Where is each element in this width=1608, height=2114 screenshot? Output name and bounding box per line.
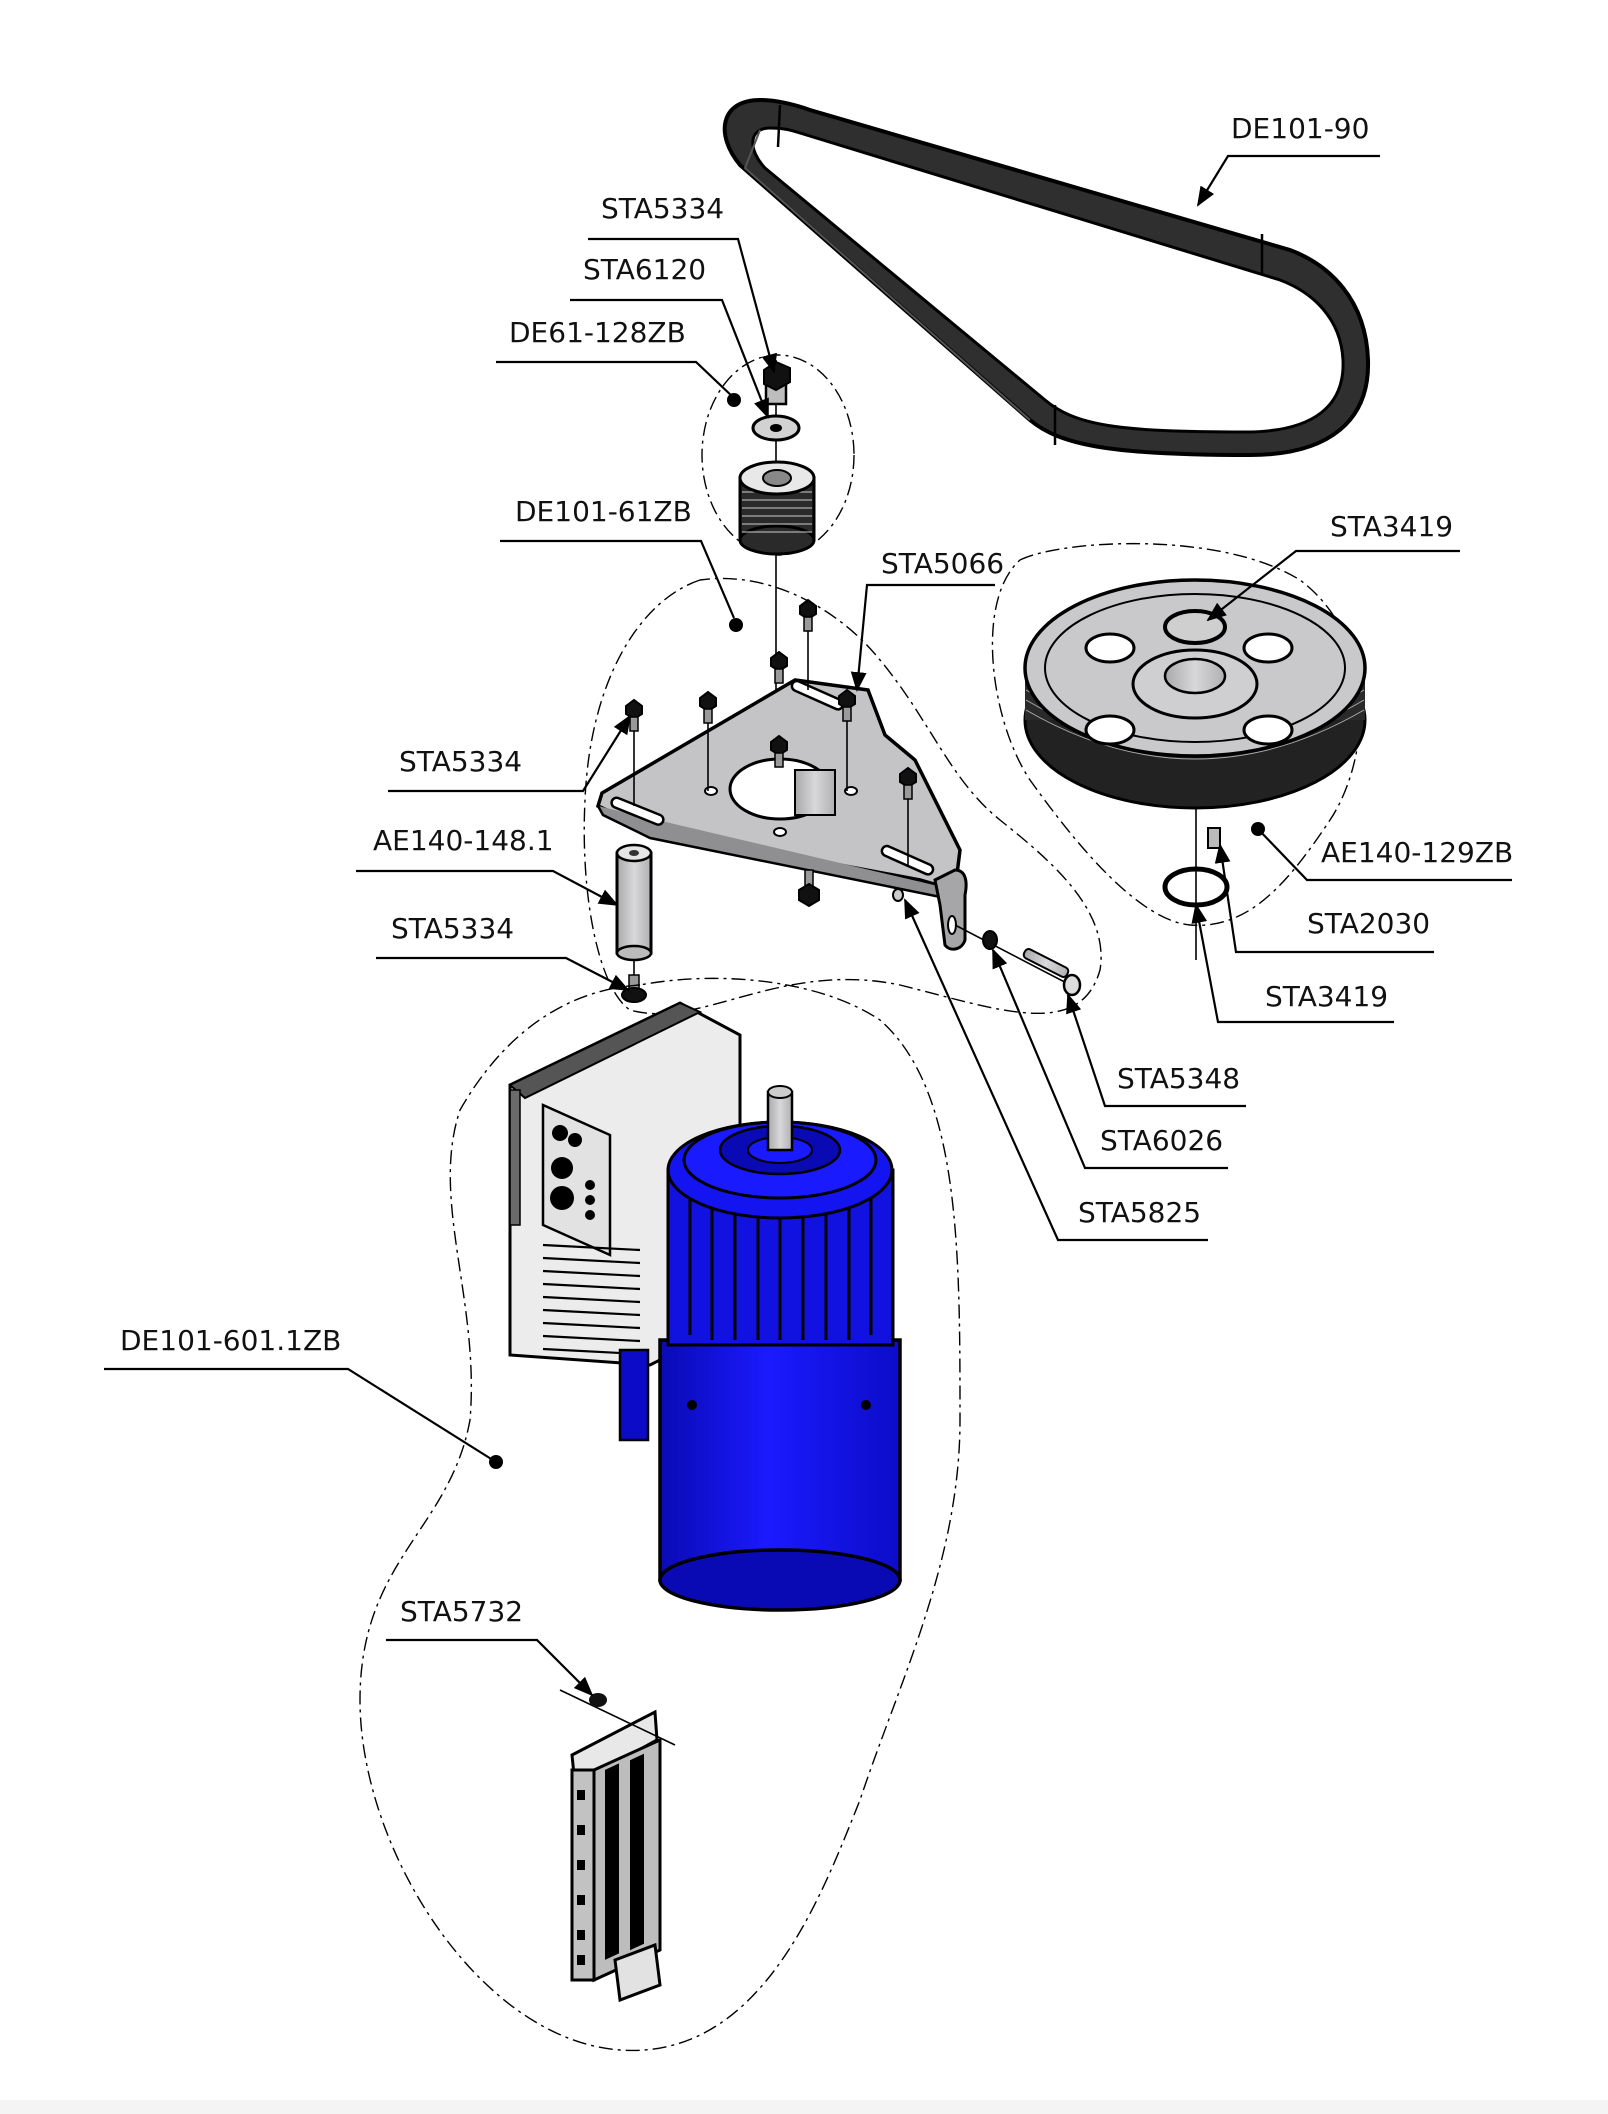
callout-label: STA5334 bbox=[391, 912, 514, 945]
motor-drawing bbox=[489, 1001, 902, 1612]
callout-label: DE61-128ZB bbox=[509, 316, 686, 349]
motor-group-outline bbox=[359, 977, 961, 2051]
callout-label: STA3419 bbox=[1330, 510, 1453, 543]
page-footer-strip bbox=[0, 2100, 1608, 2114]
large-pulley-drawing bbox=[1023, 578, 1367, 960]
callout-label: DE101-90 bbox=[1231, 112, 1369, 145]
belt-drawing bbox=[722, 97, 1371, 458]
callout-labels: DE101-90 STA5334 STA6120 DE61-128ZB DE10… bbox=[120, 112, 1513, 1628]
mount-bracket-drawing bbox=[559, 1689, 676, 2003]
callout-label: STA3419 bbox=[1265, 980, 1388, 1013]
callout-label: DE101-601.1ZB bbox=[120, 1324, 341, 1357]
callout-label: STA2030 bbox=[1307, 907, 1430, 940]
leader-lines bbox=[104, 154, 1512, 1697]
large-pulley-group-outline bbox=[991, 542, 1361, 926]
callout-label: AE140-129ZB bbox=[1321, 836, 1513, 869]
bracket-group-outline bbox=[583, 577, 1102, 1015]
callout-label: STA5334 bbox=[601, 192, 724, 225]
callout-label: STA5348 bbox=[1117, 1062, 1240, 1095]
callout-label: STA5066 bbox=[881, 547, 1004, 580]
callout-label: AE140-148.1 bbox=[373, 824, 554, 857]
callout-label: STA6120 bbox=[583, 253, 706, 286]
callout-label: STA5732 bbox=[400, 1595, 523, 1628]
bracket-plate-drawing bbox=[595, 598, 1082, 1003]
callout-label: STA5825 bbox=[1078, 1196, 1201, 1229]
callout-label: STA5334 bbox=[399, 745, 522, 778]
callout-label: STA6026 bbox=[1100, 1124, 1223, 1157]
callout-label: DE101-61ZB bbox=[515, 495, 692, 528]
